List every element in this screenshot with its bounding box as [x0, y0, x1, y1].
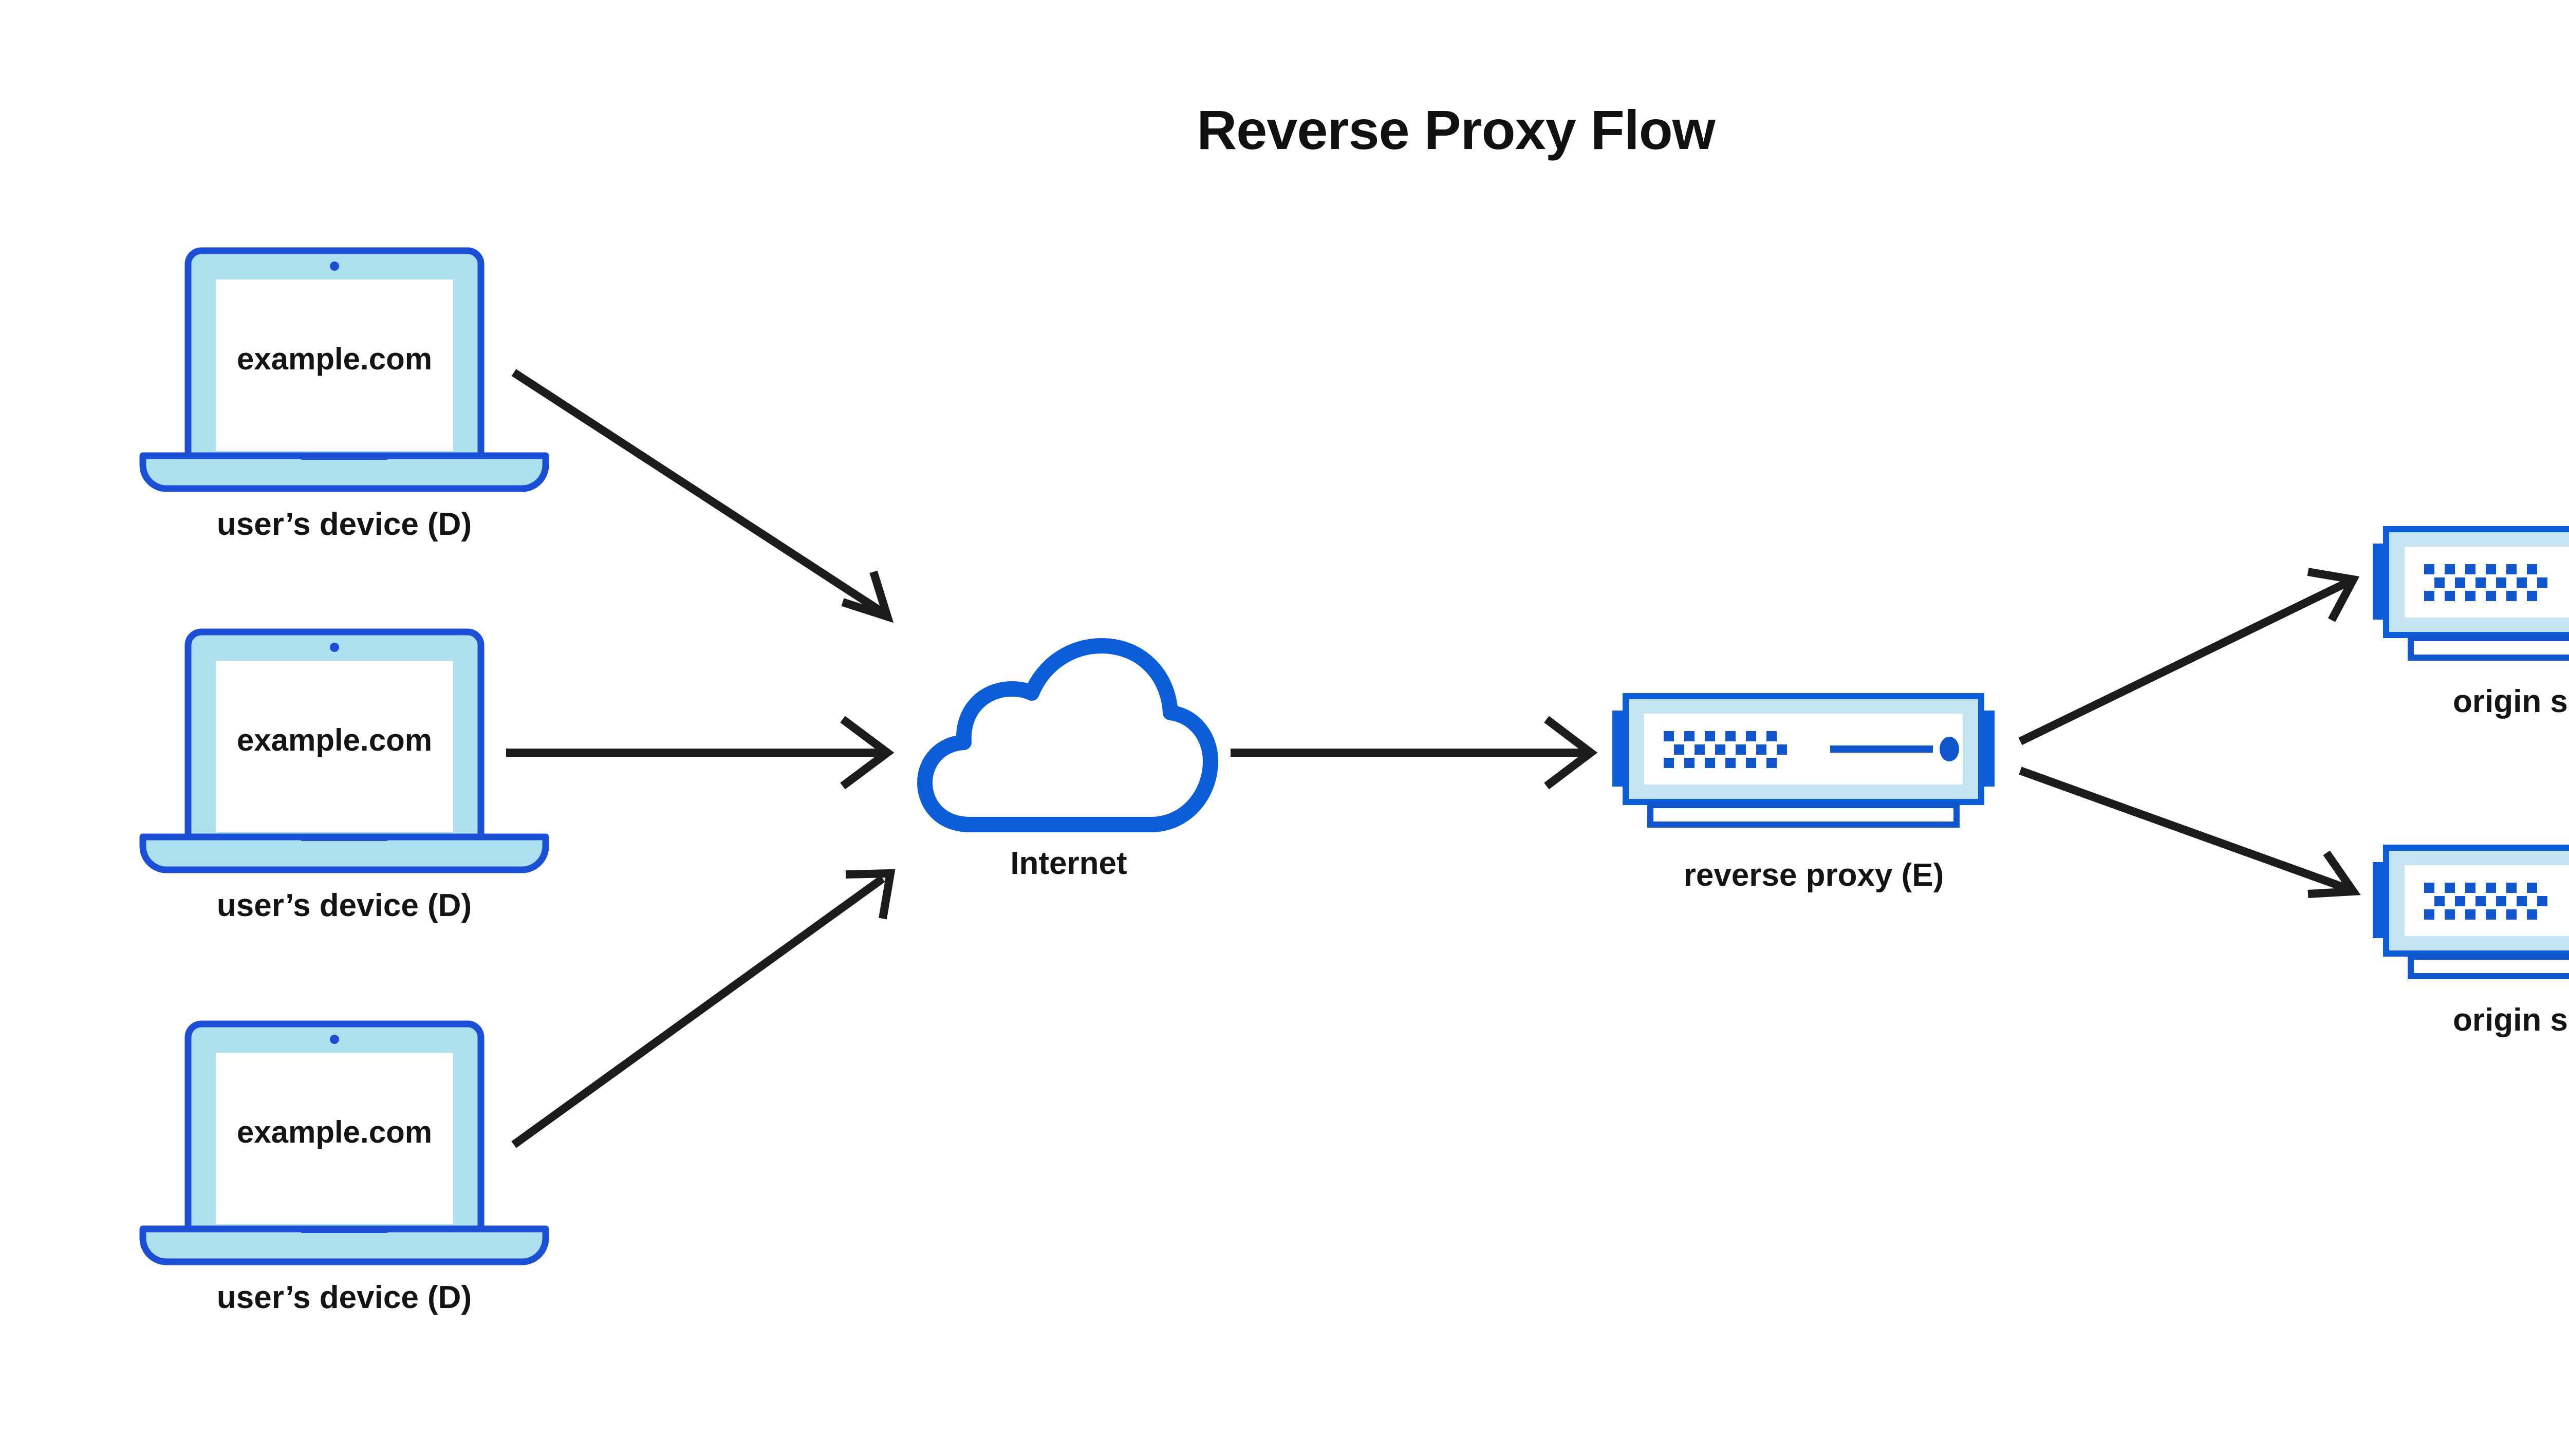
page-title: Reverse Proxy Flow [1197, 99, 1715, 161]
server-icon [1612, 693, 1995, 828]
origin-server-2[interactable] [2369, 843, 2569, 984]
client-label-1: user’s device (D) [216, 507, 472, 542]
laptop-base-2 [134, 832, 555, 881]
client-screen-text-2: example.com [236, 722, 433, 757]
server-icon [2373, 526, 2569, 661]
client-device-2[interactable]: example.com [139, 628, 550, 851]
arrow-client3-to-internet [511, 869, 896, 1148]
origin-server-label-2: origin server (F) [2453, 1002, 2569, 1038]
client-device-3[interactable]: example.com [139, 1020, 550, 1243]
origin-server-1[interactable] [2369, 524, 2569, 665]
arrow-proxy-to-origin1 [2018, 568, 2360, 745]
internet-cloud[interactable] [915, 634, 1223, 843]
client-device-1[interactable]: example.com [139, 247, 550, 470]
arrow-proxy-to-origin2 [2019, 767, 2361, 898]
laptop-icon [184, 628, 485, 851]
server-icon [2373, 845, 2569, 979]
client-label-2: user’s device (D) [216, 888, 472, 923]
client-label-3: user’s device (D) [216, 1280, 472, 1315]
cloud-icon [917, 638, 1218, 832]
arrow-client1-to-internet [511, 369, 894, 623]
internet-label: Internet [1010, 846, 1127, 881]
reverse-proxy[interactable] [1608, 691, 2019, 832]
reverse-proxy-label: reverse proxy (E) [1683, 857, 1944, 893]
laptop-icon [184, 247, 485, 470]
origin-server-label-1: origin server (F) [2453, 684, 2569, 719]
arrow-client2-to-internet [506, 716, 895, 790]
client-screen-text-1: example.com [236, 341, 433, 376]
arrow-internet-to-proxy [1231, 716, 1598, 790]
client-screen-text-3: example.com [236, 1114, 433, 1149]
laptop-base-1 [134, 451, 555, 499]
laptop-base-3 [134, 1224, 555, 1273]
